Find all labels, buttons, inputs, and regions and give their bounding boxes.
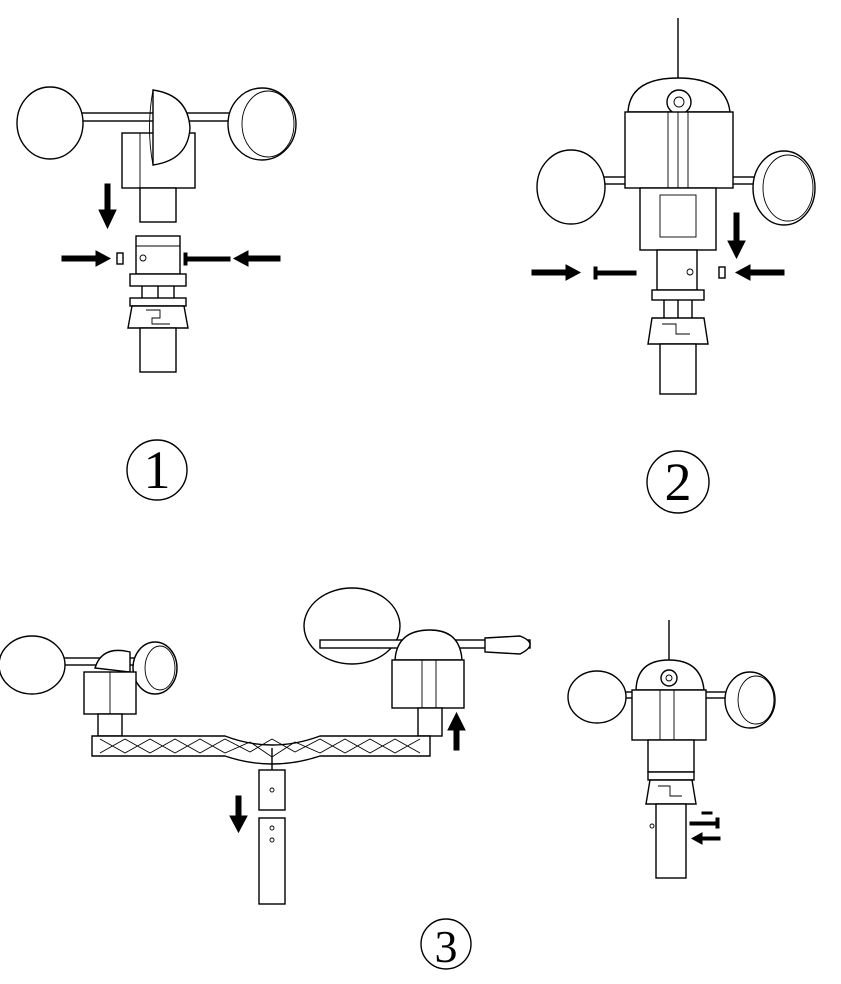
- screw-icon: [690, 812, 719, 828]
- mounting-bracket-icon: [92, 736, 430, 770]
- screw-icon: [184, 253, 230, 265]
- screw-icon: [594, 267, 636, 279]
- step-2-label: 2: [665, 452, 692, 512]
- arrow-icon: [728, 213, 745, 258]
- arrow-icon: [448, 713, 465, 750]
- step-2-illustration: [532, 18, 815, 394]
- step-3-label: 3: [435, 921, 458, 972]
- arrow-icon: [532, 265, 580, 280]
- arrow-icon: [692, 833, 720, 844]
- anemometer-cup-icon: [0, 636, 177, 736]
- anemometer-cup-icon: [17, 87, 296, 222]
- wind-vane-icon: [304, 588, 530, 736]
- pole-icon: [650, 804, 686, 878]
- arrow-icon: [62, 251, 110, 266]
- step-3-illustration: [0, 588, 775, 904]
- screw-icon: [719, 267, 725, 278]
- step-1-badge: 1: [127, 440, 187, 500]
- arrow-icon: [234, 251, 280, 266]
- step-1-label: 1: [144, 440, 171, 500]
- pole-icon: [259, 770, 285, 904]
- mounting-bracket-icon: [128, 236, 188, 372]
- arrow-icon: [99, 184, 116, 228]
- step-3-badge: 3: [421, 919, 471, 972]
- step-1-illustration: [17, 87, 296, 372]
- step-2-badge: 2: [647, 451, 709, 513]
- arrow-icon: [230, 796, 247, 832]
- screw-icon: [117, 253, 123, 264]
- arrow-icon: [736, 265, 784, 280]
